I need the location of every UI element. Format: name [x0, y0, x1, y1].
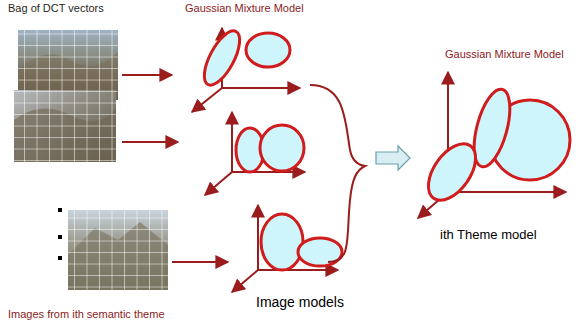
ellipsis-dots [58, 208, 62, 260]
merge-brace [310, 85, 365, 262]
input-caption: Images from ith semantic theme [8, 308, 165, 321]
gmm-plot [192, 26, 300, 112]
flow-arrow [122, 75, 228, 262]
gmm-plot [418, 72, 570, 218]
gmm-plot [205, 112, 305, 195]
theme-caption: ith Theme model [440, 228, 537, 243]
models-caption: Image models [256, 294, 344, 310]
model-caption: Gaussian Mixture Model [185, 2, 304, 15]
gmm-plot [232, 205, 342, 292]
image-photo [68, 210, 168, 290]
image-photo [14, 90, 116, 162]
input-caption: Bag of DCT vectors [8, 2, 104, 15]
model-caption: Gaussian Mixture Model [445, 48, 564, 61]
block-arrow [376, 146, 410, 170]
image-photo [18, 30, 118, 100]
